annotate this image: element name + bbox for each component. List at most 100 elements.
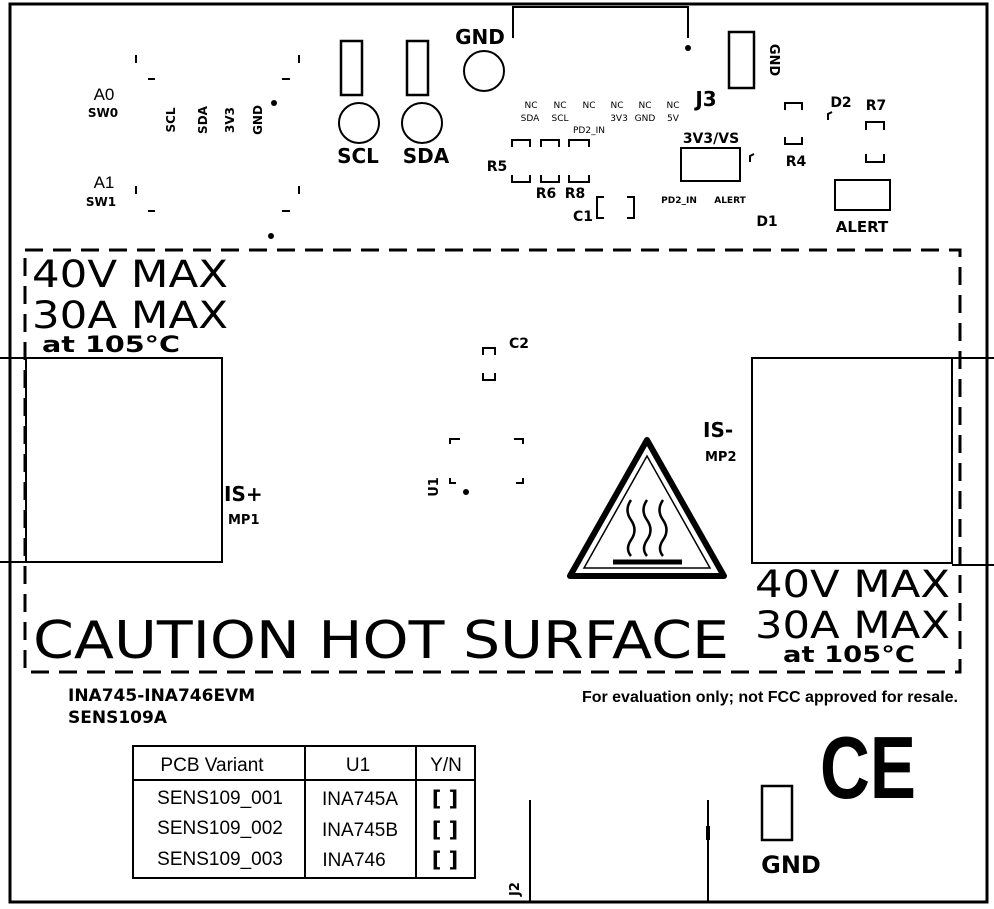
sw1-label: SW1 [86, 195, 116, 209]
hot-surface-warning-icon [567, 437, 727, 579]
d2-mark [827, 111, 833, 120]
left-voltage-rating: 40V MAX [32, 253, 228, 296]
part-name: INA745-INA746EVM [68, 686, 255, 706]
u1-label: U1 [427, 477, 442, 497]
r7-pads [865, 121, 885, 163]
u1-pin1-dot [463, 489, 469, 495]
j3-nc-1: NC [524, 101, 537, 111]
table-cell-variant: SENS109_003 [157, 849, 283, 870]
u1-outline [449, 438, 524, 484]
sda-label: SDA [403, 144, 450, 168]
r4-side-mark [749, 153, 755, 162]
3v3-vs-label: 3V3/VS [683, 131, 739, 147]
sw-pin-3v3: 3V3 [223, 107, 237, 133]
j3-nc-6: NC [666, 101, 679, 111]
mp2-pad [751, 357, 953, 564]
a0-label: A0 [94, 85, 115, 104]
r6-label: R6 [536, 186, 557, 202]
board-outline [8, 2, 989, 904]
sw-pin-scl: SCL [164, 107, 178, 132]
r5-r6-r8-pads [511, 139, 590, 183]
scl-label: SCL [337, 144, 379, 168]
right-temp-rating: at 105°C [783, 643, 915, 668]
left-temp-rating: at 105°C [42, 333, 180, 358]
table-cell-variant: SENS109_001 [157, 788, 283, 809]
r7-label: R7 [866, 98, 887, 114]
scl-pad [339, 39, 364, 97]
table-cell-yn: [ ] [432, 848, 459, 872]
j3-pin-labels: NC NC NC NC NC NC SDA SCL 3V3 GND 5V PD2… [521, 101, 680, 136]
j3-pd2-in: PD2_IN [573, 126, 605, 136]
r4-pads [784, 102, 803, 145]
gnd-jumper-pad [727, 30, 756, 90]
r5-label: R5 [487, 159, 508, 175]
3v3-vs-jumper [680, 147, 741, 182]
sda-pad [405, 39, 430, 97]
d2-label: D2 [830, 95, 851, 111]
j3-nc-2: NC [553, 101, 566, 111]
sw0-label: SW0 [88, 106, 118, 120]
caution-hot-surface: CAUTION HOT SURFACE [33, 611, 729, 671]
right-current-rating: 30A MAX [755, 604, 950, 647]
r4-label: R4 [786, 154, 807, 170]
sw-pin-sda: SDA [196, 105, 210, 134]
c2-pads [482, 347, 496, 381]
is-minus-label: IS- [703, 418, 733, 442]
sw0-pin1-dot [271, 100, 277, 106]
j3-sig-gnd: GND [635, 114, 656, 124]
mp2-label: MP2 [705, 450, 737, 465]
table-cell-u1: INA746 [322, 850, 385, 871]
j3-nc-4: NC [610, 101, 623, 111]
alert-small-label: ALERT [714, 196, 746, 206]
table-header-u1: U1 [346, 755, 370, 776]
gnd-bottom-label: GND [761, 851, 821, 879]
sw0-outline [135, 55, 300, 80]
variant-table: PCB Variant U1 Y/N SENS109_001 INA745A [… [132, 745, 476, 879]
j2-label: J2 [508, 882, 523, 897]
j3-sig-scl: SCL [551, 114, 568, 124]
gnd-test-point-top [463, 50, 505, 92]
fcc-disclaimer: For evaluation only; not FCC approved fo… [582, 689, 958, 706]
right-voltage-rating: 40V MAX [755, 563, 950, 606]
j3-sig-3v3: 3V3 [610, 114, 628, 124]
is-plus-label: IS+ [224, 482, 263, 506]
table-cell-u1: INA745B [322, 820, 398, 841]
j3-sig-sda: SDA [521, 114, 540, 124]
j3-nc-3: NC [582, 101, 595, 111]
scl-test-point [338, 102, 380, 144]
j3-label: J3 [693, 87, 716, 111]
alert-led-pad [834, 179, 891, 211]
pd2-in-label: PD2_IN [661, 196, 697, 206]
j2-connector-outline [529, 800, 709, 903]
alert-label: ALERT [836, 218, 889, 236]
gnd-top-label: GND [455, 25, 505, 49]
j3-sig-5v: 5V [667, 114, 680, 124]
j3-nc-5: NC [638, 101, 651, 111]
sda-test-point [401, 102, 443, 144]
table-header-variant: PCB Variant [160, 755, 264, 776]
d1-label: D1 [756, 214, 777, 230]
a1-label: A1 [94, 173, 115, 192]
mp1-pad [25, 357, 223, 563]
table-cell-yn: [ ] [432, 787, 459, 811]
sw1-outline [135, 186, 300, 212]
c2-label: C2 [509, 336, 529, 352]
gnd-bottom-pad [760, 784, 794, 842]
mp1-label: MP1 [228, 513, 260, 528]
gnd-jumper-label: GND [766, 44, 781, 77]
sw-pin-gnd: GND [251, 105, 265, 135]
table-cell-variant: SENS109_002 [157, 818, 283, 839]
table-cell-u1: INA745A [322, 789, 398, 810]
ce-mark: CE [820, 718, 916, 817]
j3-connector-outline [512, 6, 689, 38]
c1-pads [596, 196, 635, 219]
table-cell-yn: [ ] [432, 818, 459, 842]
j3-pin1-dot [685, 45, 691, 51]
left-current-rating: 30A MAX [32, 294, 228, 337]
c1-label: C1 [573, 209, 593, 225]
part-number: SENS109A [68, 708, 168, 728]
sw1-pin1-dot [268, 233, 274, 239]
table-header-yn: Y/N [430, 755, 462, 776]
r8-label: R8 [565, 186, 586, 202]
